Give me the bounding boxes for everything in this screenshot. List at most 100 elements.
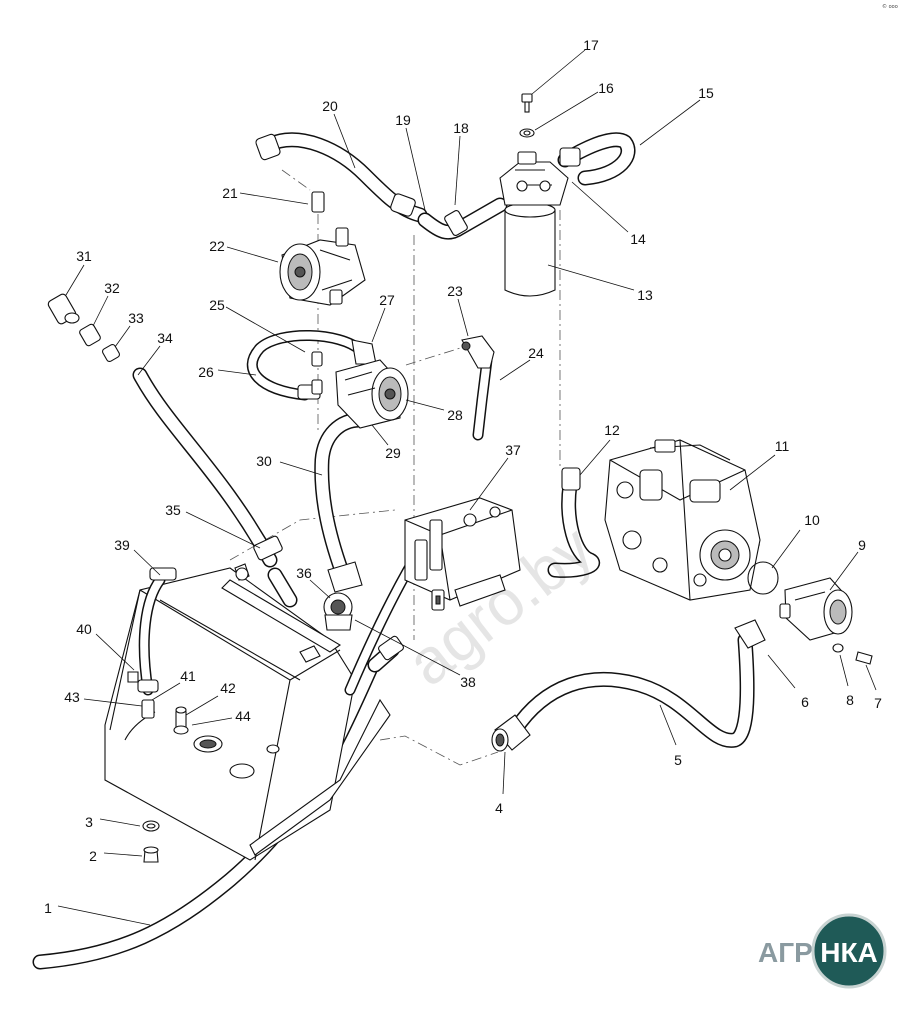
leader-line-33 xyxy=(114,325,131,348)
hydrostatic-pump-11 xyxy=(604,439,761,601)
gear-pump-28 xyxy=(311,351,409,429)
part-number-33: 33 xyxy=(128,310,144,326)
leader-line-12 xyxy=(579,439,611,476)
part-number-24: 24 xyxy=(528,345,544,361)
bolt-7-8 xyxy=(832,643,873,665)
elbow-18-19 xyxy=(417,197,508,240)
fittings-41-44 xyxy=(173,706,189,735)
leader-line-39 xyxy=(133,549,161,576)
leader-line-3 xyxy=(99,818,141,827)
part-number-37: 37 xyxy=(505,442,521,458)
part-number-18: 18 xyxy=(453,120,469,136)
part-number-4: 4 xyxy=(495,800,503,816)
part-number-11: 11 xyxy=(775,438,790,454)
leader-line-4 xyxy=(502,751,506,795)
leader-line-8 xyxy=(839,654,849,687)
hose-15 xyxy=(557,132,636,186)
part-number-34: 34 xyxy=(157,330,173,346)
gear-pump-22 xyxy=(279,191,366,306)
leader-line-2 xyxy=(103,852,143,857)
hose-24 xyxy=(461,335,495,441)
hose-20 xyxy=(255,132,428,223)
part-number-41: 41 xyxy=(180,668,196,684)
leader-line-22 xyxy=(226,246,279,263)
part-number-31: 31 xyxy=(76,248,92,264)
part-number-32: 32 xyxy=(104,280,120,296)
part-number-6: 6 xyxy=(801,694,809,710)
fitting-4 xyxy=(491,714,531,752)
pipe-39 xyxy=(127,567,177,719)
leader-line-30 xyxy=(279,461,323,476)
part-number-17: 17 xyxy=(583,37,599,53)
part-number-38: 38 xyxy=(460,674,476,690)
part-number-30: 30 xyxy=(256,453,272,469)
leader-line-19 xyxy=(405,127,426,211)
drain-plug xyxy=(142,820,160,863)
part-number-10: 10 xyxy=(804,512,820,528)
part-number-13: 13 xyxy=(637,287,653,303)
part-number-40: 40 xyxy=(76,621,92,637)
part-number-8: 8 xyxy=(846,692,854,708)
fittings-31-33 xyxy=(47,293,121,363)
leader-line-18 xyxy=(454,135,461,206)
leader-line-16 xyxy=(534,91,599,131)
hydraulic-tank xyxy=(104,563,391,861)
part-number-25: 25 xyxy=(209,297,225,313)
leader-line-28 xyxy=(405,399,445,411)
part-number-3: 3 xyxy=(85,814,93,830)
agronka-logo: АГРО НКА xyxy=(758,913,887,989)
part-number-21: 21 xyxy=(222,185,238,201)
leader-line-36 xyxy=(309,579,331,599)
leader-line-44 xyxy=(191,717,233,726)
part-number-20: 20 xyxy=(322,98,338,114)
part-number-36: 36 xyxy=(296,565,312,581)
leader-line-31 xyxy=(65,264,85,296)
bolt-16-17 xyxy=(519,93,535,138)
hose-30 xyxy=(314,412,368,593)
leader-line-42 xyxy=(185,695,219,716)
leader-line-25 xyxy=(225,306,306,353)
leader-line-7 xyxy=(865,664,877,691)
leader-line-20 xyxy=(333,113,356,169)
part-number-16: 16 xyxy=(598,80,614,96)
part-number-5: 5 xyxy=(674,752,682,768)
hose-12 xyxy=(547,467,600,578)
leader-line-15 xyxy=(639,99,701,146)
leader-line-13 xyxy=(547,264,635,291)
part-number-19: 19 xyxy=(395,112,411,128)
part-number-42: 42 xyxy=(220,680,236,696)
hose-5 xyxy=(507,619,766,748)
part-number-1: 1 xyxy=(44,900,52,916)
part-number-23: 23 xyxy=(447,283,463,299)
leader-line-5 xyxy=(659,704,677,746)
leader-line-40 xyxy=(95,633,135,671)
leader-line-43 xyxy=(83,698,143,707)
part-number-26: 26 xyxy=(198,364,214,380)
part-number-39: 39 xyxy=(114,537,130,553)
leader-line-27 xyxy=(371,307,386,343)
o-ring-10 xyxy=(747,561,779,595)
valve-block-37 xyxy=(404,497,521,611)
part-number-9: 9 xyxy=(858,537,866,553)
leader-line-41 xyxy=(151,682,181,701)
leader-line-9 xyxy=(829,551,859,591)
gear-pump-9 xyxy=(779,577,853,641)
part-number-7: 7 xyxy=(874,695,882,711)
part-number-43: 43 xyxy=(64,689,80,705)
part-number-2: 2 xyxy=(89,848,97,864)
fitting-36 xyxy=(323,592,353,631)
logo-text-right: НКА xyxy=(820,937,878,968)
leader-line-21 xyxy=(239,192,309,205)
leader-line-6 xyxy=(767,654,796,689)
leader-line-35 xyxy=(185,511,261,549)
leader-line-37 xyxy=(469,457,509,511)
part-number-22: 22 xyxy=(209,238,225,254)
leader-line-32 xyxy=(92,295,109,327)
leader-line-1 xyxy=(57,905,151,926)
leader-line-38 xyxy=(354,619,461,676)
leader-line-14 xyxy=(571,181,629,233)
leader-line-17 xyxy=(531,49,586,95)
part-number-28: 28 xyxy=(447,407,463,423)
